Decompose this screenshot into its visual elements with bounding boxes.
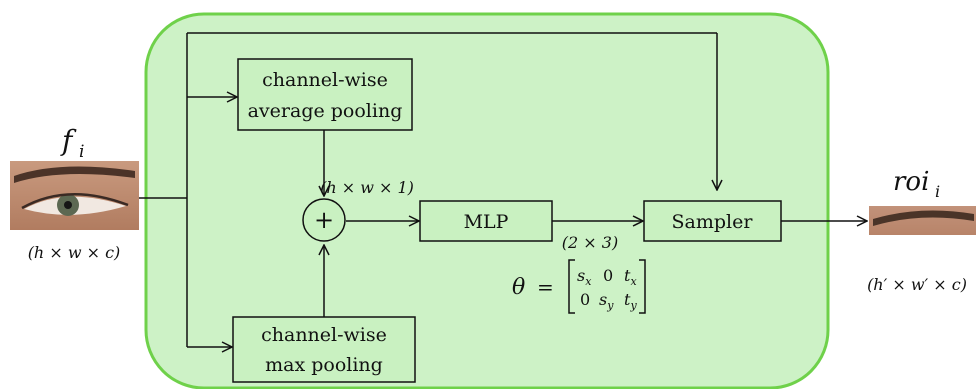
avg-pooling-label-1: channel-wise: [262, 69, 388, 91]
add-symbol: +: [314, 206, 334, 234]
avg-pooling-block: [237, 58, 413, 131]
max-pooling-label-2: max pooling: [265, 354, 383, 376]
matrix-right-bracket: [639, 259, 646, 314]
input-label: f i: [60, 124, 84, 162]
input-subscript: i: [79, 142, 84, 162]
pool-dims-label: (h × w × 1): [320, 178, 414, 197]
output-eye-image: [869, 206, 976, 235]
sampler-label: Sampler: [672, 211, 754, 233]
matrix-left-bracket: [568, 259, 575, 314]
sampler-block: [643, 200, 782, 242]
theta-symbol: θ: [512, 275, 525, 300]
add-node: [302, 198, 346, 242]
output-symbol: roi: [893, 167, 929, 197]
mlp-block: [419, 200, 553, 242]
mlp-label: MLP: [464, 211, 509, 233]
input-symbol: f: [60, 124, 77, 157]
theta-equals: =: [537, 275, 554, 299]
output-dims: (h′ × w′ × c): [867, 275, 967, 294]
matrix-r2c1: 0: [580, 290, 590, 309]
max-pooling-label-1: channel-wise: [261, 324, 387, 346]
max-pooling-block: [232, 316, 416, 383]
connectors: [139, 32, 867, 347]
mlp-dims-label: (2 × 3): [562, 233, 618, 252]
input-eye-image: [10, 161, 139, 230]
avg-pooling-label-2: average pooling: [248, 100, 403, 122]
matrix-r1c2: 0: [603, 266, 613, 285]
output-subscript: i: [935, 182, 940, 201]
output-label: roi i: [893, 167, 940, 201]
input-dims: (h × w × c): [28, 243, 121, 262]
